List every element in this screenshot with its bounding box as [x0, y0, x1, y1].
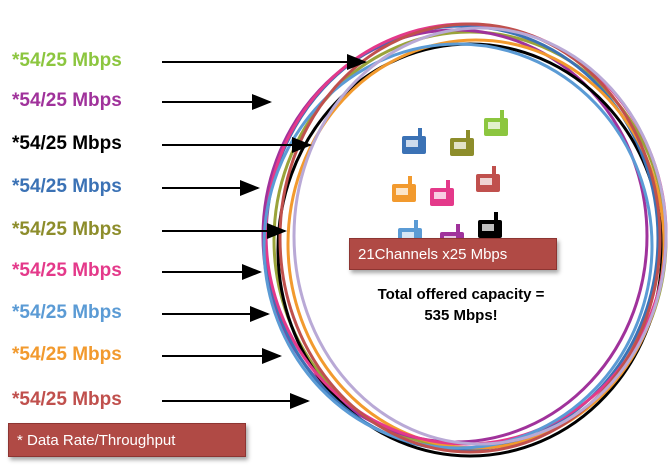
rate-label: *54/25 Mbps: [12, 90, 122, 111]
channel-circle: [292, 26, 668, 446]
capacity-line-2: 535 Mbps!: [424, 307, 498, 324]
rate-label: *54/25 Mbps: [12, 389, 122, 410]
channel-circle: [262, 42, 654, 450]
capacity-line-1: Total offered capacity =: [377, 286, 545, 303]
radio-modem-icon: [392, 176, 416, 202]
footnote-text: * Data Rate/Throughput: [17, 432, 176, 449]
radio-modem-icon: [484, 110, 508, 136]
channels-caption-text: 21Channels x25 Mbps: [358, 246, 508, 263]
footnote: * Data Rate/Throughput: [8, 423, 246, 457]
channels-caption: 21Channels x25 Mbps: [349, 238, 557, 270]
radio-modem-icon: [430, 180, 454, 206]
rate-label: *54/25 Mbps: [12, 260, 122, 281]
rate-label: *54/25 Mbps: [12, 219, 122, 240]
radio-modem-icon: [476, 166, 500, 192]
radio-modem-icon: [478, 212, 502, 238]
arrows: [162, 54, 367, 409]
total-capacity: Total offered capacity = 535 Mbps!: [356, 284, 566, 326]
radio-modem-icon: [450, 130, 474, 156]
rate-label: *54/25 Mbps: [12, 344, 122, 365]
rate-label: *54/25 Mbps: [12, 176, 122, 197]
rate-label: *54/25 Mbps: [12, 302, 122, 323]
rate-label: *54/25 Mbps: [12, 133, 122, 154]
radio-modem-icon: [402, 128, 426, 154]
channel-circles: [261, 22, 668, 458]
device-icons: [392, 110, 508, 250]
rate-label: *54/25 Mbps: [12, 50, 122, 71]
